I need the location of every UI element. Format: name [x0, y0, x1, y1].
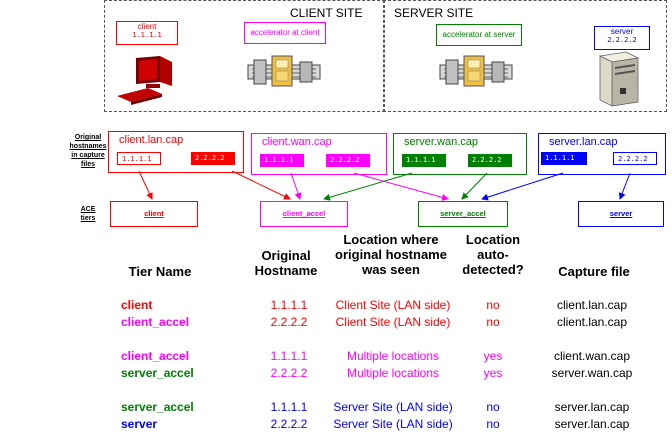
row-0-location: Client Site (LAN side): [335, 298, 451, 312]
row-0-host: 1.1.1.1: [270, 298, 308, 312]
row-3-auto: yes: [483, 366, 503, 380]
row-0-capture: client.lan.cap: [556, 298, 628, 312]
row-0-tier: client: [121, 298, 153, 312]
row-3-host: 2.2.2.2: [270, 366, 308, 380]
capture-server-lan: server.lan.cap 1.1.1.1 2.2.2.2: [538, 133, 666, 175]
header-original-hostname: Original Hostname: [254, 248, 318, 278]
row-1-host: 2.2.2.2: [270, 315, 308, 329]
row-2-location: Multiple locations: [346, 349, 440, 363]
header-location-seen: Location where original hostname was see…: [335, 232, 447, 277]
tier-client-box: client: [110, 201, 198, 227]
server-tower-icon: [598, 51, 640, 107]
arrow-client-lan-to-client: [138, 170, 153, 200]
capture-files-side-label: Original hostnames in capture files: [69, 134, 107, 168]
accelerator-server-icon: [439, 55, 513, 87]
client-node-label: client 1.1.1.1: [116, 21, 178, 45]
accelerator-server-label: accelerator at server: [436, 24, 522, 46]
accelerator-client-label: accelerator at client: [244, 22, 326, 44]
accelerator-client-icon: [247, 55, 321, 87]
tier-server-box: server: [578, 201, 664, 227]
client-computer-icon: [117, 56, 172, 105]
arrow-server-wan-to-client-accel: [323, 172, 413, 201]
row-4-location: Server Site (LAN side): [333, 400, 453, 414]
row-1-capture: client.lan.cap: [556, 315, 628, 329]
server-site-box: [383, 0, 667, 112]
row-2-host: 1.1.1.1: [270, 349, 308, 363]
header-capture-file: Capture file: [558, 264, 630, 279]
row-5-tier: server: [121, 417, 158, 431]
row-4-capture: server.lan.cap: [554, 400, 630, 414]
arrow-server-wan-to-server-accel: [461, 172, 488, 200]
capture-server-wan: server.wan.cap 1.1.1.1 2.2.2.2: [393, 133, 527, 175]
row-5-auto: no: [486, 417, 500, 431]
row-1-tier: client_accel: [121, 315, 190, 329]
row-3-tier: server_accel: [121, 366, 194, 380]
row-5-capture: server.lan.cap: [554, 417, 630, 431]
row-1-location: Client Site (LAN side): [335, 315, 451, 329]
arrow-client-wan-to-client-accel: [290, 172, 302, 200]
row-5-host: 2.2.2.2: [270, 417, 308, 431]
row-2-tier: client_accel: [121, 349, 190, 363]
server-node-label: server 2.2.2.2: [594, 26, 650, 50]
row-5-location: Server Site (LAN side): [333, 417, 453, 431]
header-auto-detected: Location auto- detected?: [462, 232, 524, 277]
capture-client-lan: client.lan.cap 1.1.1.1 2.2.2.2: [108, 131, 244, 173]
capture-client-wan: client.wan.cap 1.1.1.1 2.2.2.2: [251, 133, 387, 175]
arrow-server-lan-to-server-accel: [481, 172, 564, 201]
row-2-capture: client.wan.cap: [553, 349, 631, 363]
row-2-auto: yes: [483, 349, 503, 363]
row-3-location: Multiple locations: [346, 366, 440, 380]
arrow-client-lan-to-client-accel: [231, 170, 291, 200]
header-tier-name: Tier Name: [128, 264, 192, 279]
ace-tiers-side-label: ACE tiers: [80, 206, 96, 222]
row-4-host: 1.1.1.1: [270, 400, 308, 414]
client-site-title: CLIENT SITE: [290, 6, 363, 20]
arrow-server-lan-to-server: [618, 172, 631, 200]
tier-server-accel-box: server_accel: [418, 201, 508, 227]
row-4-tier: server_accel: [121, 400, 194, 414]
tier-client-accel-box: client_accel: [260, 201, 348, 227]
row-4-auto: no: [486, 400, 500, 414]
row-0-auto: no: [486, 298, 500, 312]
arrow-client-wan-to-server-accel: [353, 172, 449, 201]
client-site-box: [104, 0, 385, 112]
server-site-title: SERVER SITE: [394, 6, 474, 20]
row-1-auto: no: [486, 315, 500, 329]
row-3-capture: server.wan.cap: [551, 366, 633, 380]
